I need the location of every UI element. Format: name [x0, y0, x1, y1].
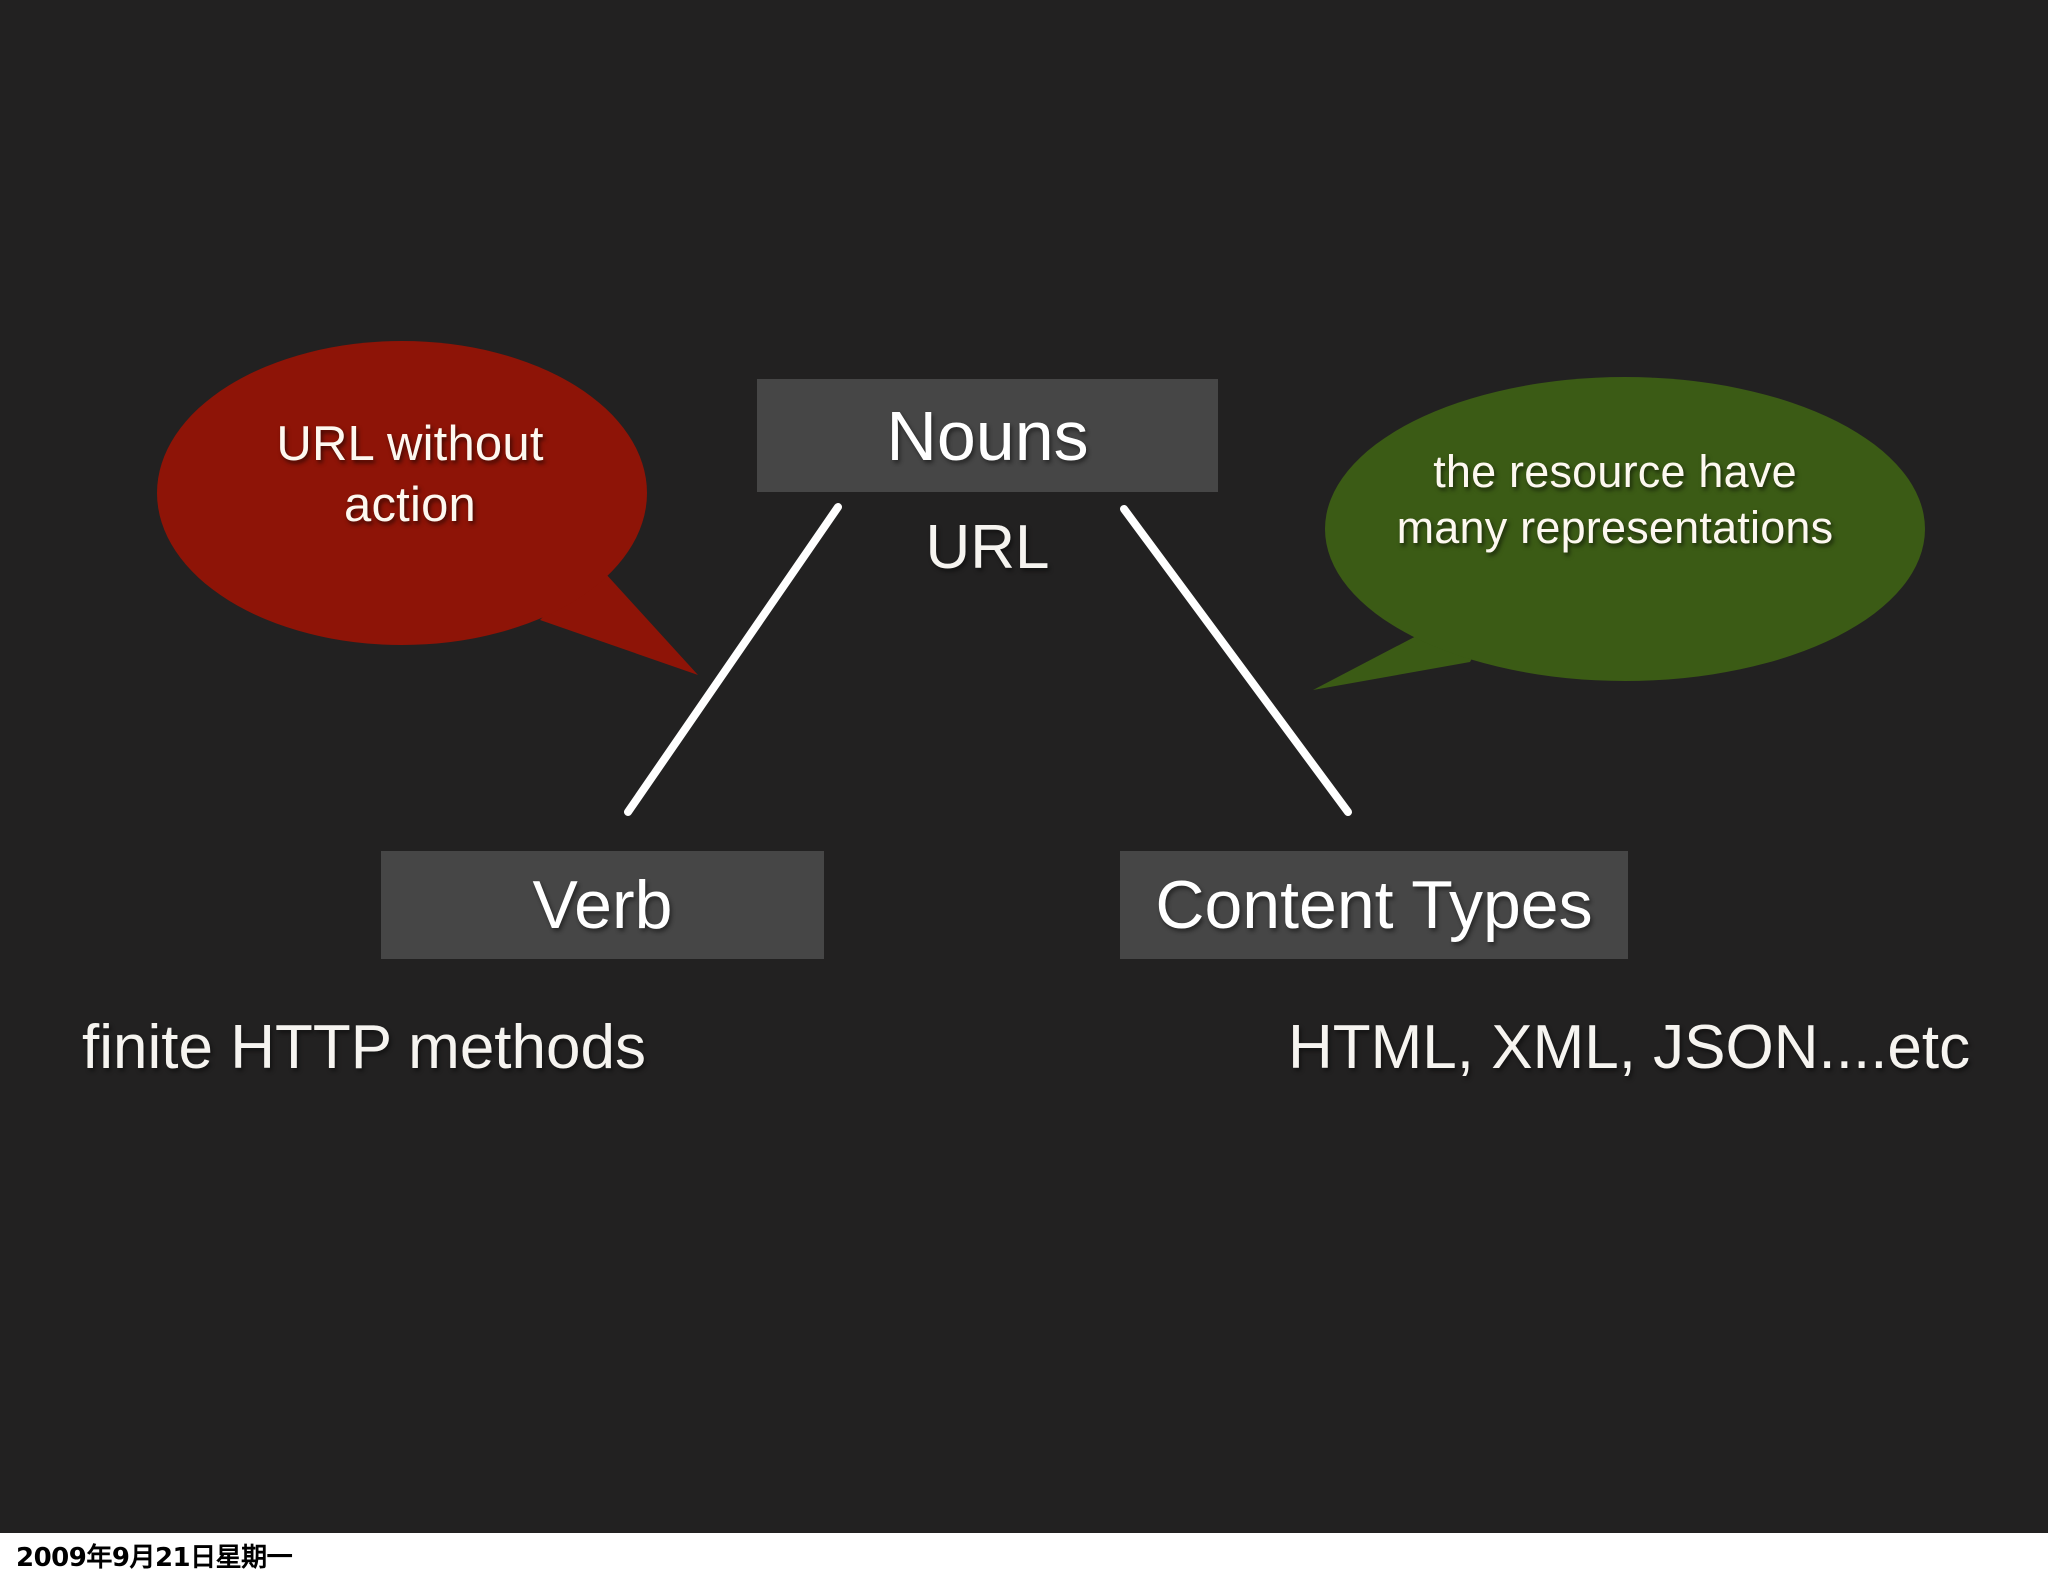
- node-box-verb[interactable]: Verb: [381, 851, 824, 959]
- node-box-content-types[interactable]: Content Types: [1120, 851, 1628, 959]
- node-label-nouns: Nouns: [886, 396, 1089, 475]
- node-box-nouns[interactable]: Nouns: [757, 379, 1218, 492]
- callout-green-text: the resource have many representations: [1325, 444, 1905, 556]
- callout-red-line2: action: [344, 477, 476, 532]
- callout-green-body: [1325, 377, 1925, 681]
- callout-bubble-green: [1313, 377, 1925, 690]
- connector-lines: [624, 503, 1352, 816]
- slide-canvas: URL without action the resource have man…: [0, 0, 2048, 1533]
- caption-verb-note: finite HTTP methods: [82, 1013, 646, 1082]
- callout-bubble-red: [157, 341, 698, 675]
- node-label-content-types: Content Types: [1155, 867, 1593, 943]
- callout-red-text: URL without action: [170, 414, 650, 536]
- footer-strip: [0, 1533, 2048, 1576]
- footer-date-label: 2009年9月21日星期一: [16, 1543, 293, 1573]
- callout-red-line1: URL without: [276, 417, 544, 471]
- callout-red-body: [157, 341, 647, 645]
- caption-nouns-note: URL: [925, 513, 1050, 582]
- callout-green-line2: many representations: [1396, 501, 1834, 553]
- caption-content-types-note: HTML, XML, JSON....etc: [1288, 1013, 1971, 1082]
- callout-green-line1: the resource have: [1433, 446, 1797, 497]
- node-label-verb: Verb: [532, 867, 673, 943]
